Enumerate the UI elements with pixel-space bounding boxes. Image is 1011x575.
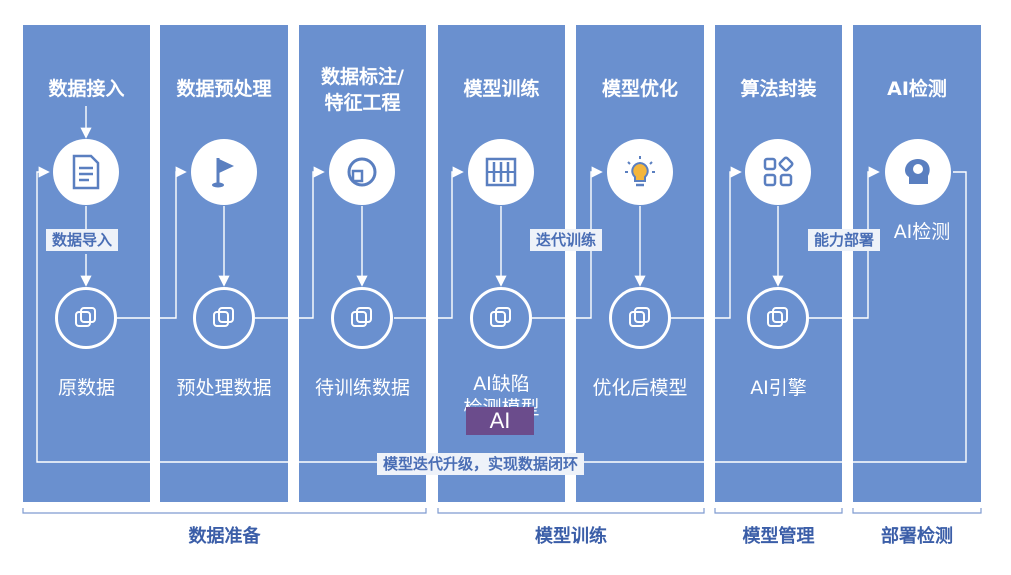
flag-icon [191, 139, 257, 205]
data-node-ring [193, 287, 255, 349]
column-title: 模型训练 [463, 78, 540, 100]
grid-shapes-icon [745, 139, 811, 205]
column-title: 数据接入 [48, 78, 125, 100]
raw-data-label: 原数据 [57, 377, 115, 399]
data-node-ring [747, 287, 809, 349]
lightbulb-icon [607, 139, 673, 205]
column-labeling: 数据标注/ 特征工程 [299, 25, 426, 502]
data-node-ring [609, 287, 671, 349]
column-title: 数据预处理 [176, 78, 272, 100]
phase-model-management: 模型管理 [742, 526, 815, 547]
document-icon [53, 139, 119, 205]
brain-head-icon [885, 139, 951, 205]
capability-deploy-tag: 能力部署 [808, 229, 881, 251]
training-data-label: 待训练数据 [314, 377, 410, 399]
data-import-tag: 数据导入 [46, 229, 119, 251]
pie-chart-icon [329, 139, 395, 205]
phase-deploy-detect: 部署检测 [881, 526, 953, 547]
column-title: 算法封装 [740, 78, 817, 100]
column-title: 模型优化 [601, 78, 678, 100]
ai-badge: AI [466, 407, 534, 435]
column-ai-detect: AI检测 [853, 25, 981, 502]
abacus-icon [468, 139, 534, 205]
iterative-training-tag: 迭代训练 [530, 229, 603, 251]
optimized-model-label: 优化后模型 [592, 377, 688, 399]
phase-model-training: 模型训练 [535, 526, 607, 547]
data-node-ring [331, 287, 393, 349]
column-title-line1: 数据标注/ [321, 66, 404, 88]
column-title: AI检测 [887, 78, 947, 100]
ai-detect-label: AI检测 [893, 221, 951, 243]
preprocessed-data-label: 预处理数据 [176, 377, 272, 399]
defect-model-label-line1: AI缺陷 [473, 373, 530, 395]
data-node-ring [470, 287, 532, 349]
column-title-line2: 特征工程 [324, 92, 401, 114]
ai-engine-label: AI引擎 [750, 377, 807, 399]
phase-data-prep: 数据准备 [188, 526, 261, 547]
loop-label: 模型迭代升级，实现数据闭环 [377, 453, 585, 475]
data-node-ring [55, 287, 117, 349]
